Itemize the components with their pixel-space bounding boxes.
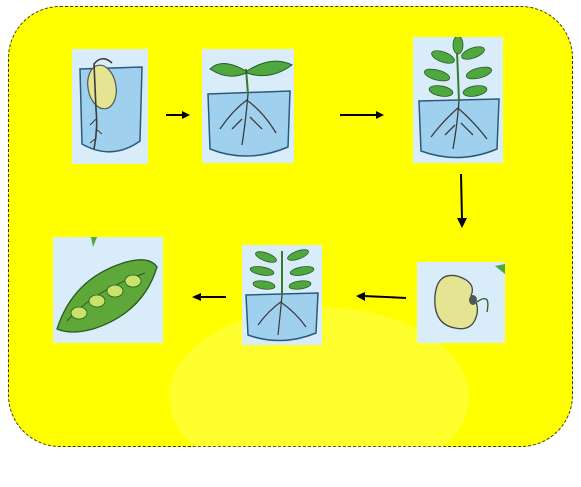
arrow-seed-to-mature-plant <box>356 292 406 302</box>
bean-seed-icon <box>417 262 505 343</box>
pea-pod-icon <box>53 237 163 343</box>
young-plant-icon <box>413 37 503 163</box>
stage-pea-pod <box>53 237 163 343</box>
stage-young-plant <box>413 37 503 163</box>
stage-germinating-seed <box>72 49 148 164</box>
stage-seed <box>417 262 505 343</box>
arrow-germinating-seed-to-seedling <box>166 110 190 120</box>
arrow-mature-plant-to-pea-pod <box>192 292 226 302</box>
stage-seedling <box>202 49 294 163</box>
seedling-icon <box>202 49 294 163</box>
arrow-seedling-to-young-plant <box>340 110 384 120</box>
arrow-young-plant-to-seed <box>456 174 468 228</box>
germinating-seed-icon <box>72 49 148 164</box>
stage-mature-plant <box>242 245 322 345</box>
mature-plant-icon <box>242 245 322 345</box>
